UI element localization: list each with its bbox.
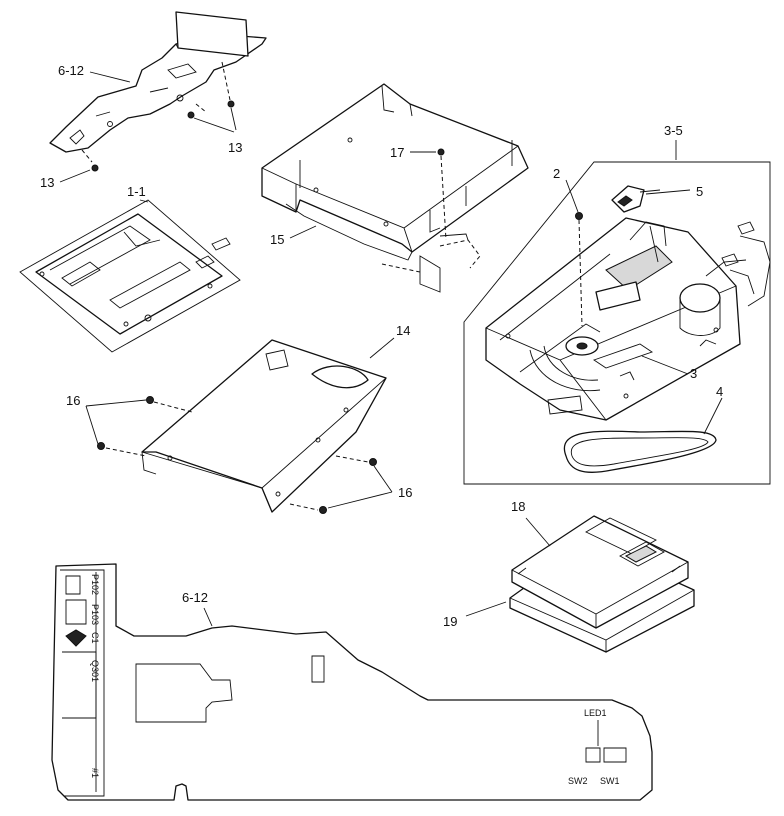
part-15-label: 15 [270, 232, 284, 247]
part-17-label: 17 [390, 145, 404, 160]
part-3-label: 3 [690, 366, 697, 381]
screw-13-left: 13 [40, 149, 99, 190]
assembly-3-5-box: 3-5 [463, 123, 771, 485]
part-1-1-label: 1-1 [127, 184, 146, 199]
board-marking-led01: LED1 [584, 708, 607, 718]
board-marking-sw2: SW2 [568, 776, 588, 786]
part-19-callout: 19 [443, 601, 507, 629]
part-2-label: 2 [553, 166, 560, 181]
part-6-12-bottom-label: 6-12 [182, 590, 208, 605]
part-1-1-frame-assembly: 1-1 [19, 184, 241, 353]
part-13-left-label: 13 [40, 175, 54, 190]
board-marking-q301: Q301 [90, 660, 100, 682]
part-6-12-top-callout: 6-12 [58, 63, 131, 83]
board-marking-c1: C1 [90, 632, 100, 644]
part-19-label: 19 [443, 614, 457, 629]
part-14-label: 14 [396, 323, 410, 338]
part-5-head: 5 [611, 184, 703, 213]
part-16-right-label: 16 [398, 485, 412, 500]
part-18-label: 18 [511, 499, 525, 514]
part-16-left-label: 16 [66, 393, 80, 408]
board-marking-p103: P103 [90, 604, 100, 625]
part-3-mechanism: 3 [485, 217, 771, 421]
board-marking-small: #1 [90, 768, 100, 778]
part-4-belt: 4 [563, 384, 723, 473]
part-3-5-label: 3-5 [664, 123, 683, 138]
screw-13-right: 13 [187, 61, 242, 155]
part-6-12-bracket [49, 11, 267, 153]
screws-16: 16 16 [66, 393, 412, 514]
part-6-12-pcb: P102 P103 C1 Q301 #1 LED1 SW2 SW1 6-12 [51, 563, 653, 801]
part-4-label: 4 [716, 384, 723, 399]
part-18-floppy-disk: 18 [511, 499, 689, 629]
part-6-12-top-label: 6-12 [58, 63, 84, 78]
screw-17: 17 [390, 145, 447, 241]
part-15-tray: 15 [261, 83, 529, 293]
part-14-cover: 14 [141, 323, 410, 513]
part-2-screw: 2 [553, 166, 583, 327]
part-13-right-label: 13 [228, 140, 242, 155]
part-5-label: 5 [696, 184, 703, 199]
board-marking-p102: P102 [90, 574, 100, 595]
board-marking-sw1: SW1 [600, 776, 620, 786]
